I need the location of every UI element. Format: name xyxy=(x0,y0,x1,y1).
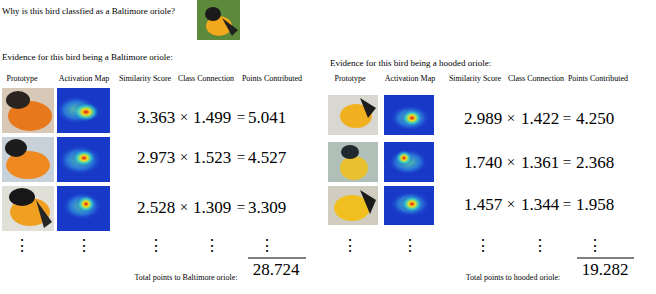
score-value: 1.499 xyxy=(193,109,231,126)
column-header: Activation Map xyxy=(385,75,435,83)
column-header: Similarity Score xyxy=(449,75,501,83)
column-header: Activation Map xyxy=(59,75,109,83)
ellipsis: ⋮ xyxy=(587,238,603,254)
score-value: 3.363 xyxy=(137,109,175,126)
panel-heading: Evidence for this bird being a Baltimore… xyxy=(2,53,173,62)
operator: = xyxy=(563,197,571,212)
total-label: Total points to Baltimore oriole: xyxy=(135,274,238,282)
operator: = xyxy=(237,110,245,125)
column-header: Points Contributed xyxy=(568,75,628,83)
score-value: 1.361 xyxy=(521,154,559,171)
ellipsis: ⋮ xyxy=(259,238,275,254)
score-value: 2.368 xyxy=(576,154,614,171)
prototype-images xyxy=(2,88,54,231)
ellipsis: ⋮ xyxy=(532,238,548,254)
score-value: 3.309 xyxy=(248,199,286,216)
total-label: Total points to hooded oriole: xyxy=(466,274,561,282)
operator: × xyxy=(507,155,515,170)
question-title: Why is this bird classfied as a Baltimor… xyxy=(2,7,175,16)
ellipsis: ⋮ xyxy=(148,238,164,254)
activation-maps xyxy=(56,88,110,231)
score-value: 2.973 xyxy=(137,149,175,166)
ellipsis: ⋮ xyxy=(204,238,220,254)
ellipsis: ⋮ xyxy=(76,238,92,254)
column-header: Class Connection xyxy=(178,75,234,83)
ellipsis: ⋮ xyxy=(402,238,418,254)
score-value: 1.344 xyxy=(521,196,559,213)
operator: = xyxy=(563,111,571,126)
column-header: Prototype xyxy=(334,75,365,83)
operator: = xyxy=(563,155,571,170)
operator: = xyxy=(237,150,245,165)
score-value: 1.740 xyxy=(464,154,502,171)
operator: × xyxy=(180,200,188,215)
operator: × xyxy=(180,110,188,125)
score-value: 5.041 xyxy=(248,109,286,126)
operator: × xyxy=(180,150,188,165)
score-value: 1.457 xyxy=(464,196,502,213)
ellipsis: ⋮ xyxy=(475,238,491,254)
query-bird xyxy=(197,0,240,40)
panel-heading: Evidence for this bird being a hooded or… xyxy=(330,59,491,68)
sum-rule xyxy=(577,258,634,259)
score-value: 1.523 xyxy=(193,149,231,166)
score-value: 4.250 xyxy=(576,110,614,127)
column-header: Prototype xyxy=(6,75,37,83)
ellipsis: ⋮ xyxy=(342,238,358,254)
prototype-images xyxy=(328,95,378,225)
operator: = xyxy=(237,200,245,215)
operator: × xyxy=(507,197,515,212)
ellipsis: ⋮ xyxy=(14,238,30,254)
score-value: 1.422 xyxy=(521,110,559,127)
score-value: 4.527 xyxy=(248,149,286,166)
score-value: 2.528 xyxy=(137,199,175,216)
total-value: 28.724 xyxy=(253,261,300,278)
score-value: 1.958 xyxy=(576,196,614,213)
activation-maps xyxy=(384,95,434,225)
total-value: 19.282 xyxy=(582,261,629,278)
sum-rule xyxy=(248,258,306,259)
operator: × xyxy=(507,111,515,126)
column-header: Similarity Score xyxy=(119,75,171,83)
score-value: 2.989 xyxy=(464,110,502,127)
score-value: 1.309 xyxy=(193,199,231,216)
column-header: Points Contributed xyxy=(242,75,302,83)
column-header: Class Connection xyxy=(508,75,564,83)
